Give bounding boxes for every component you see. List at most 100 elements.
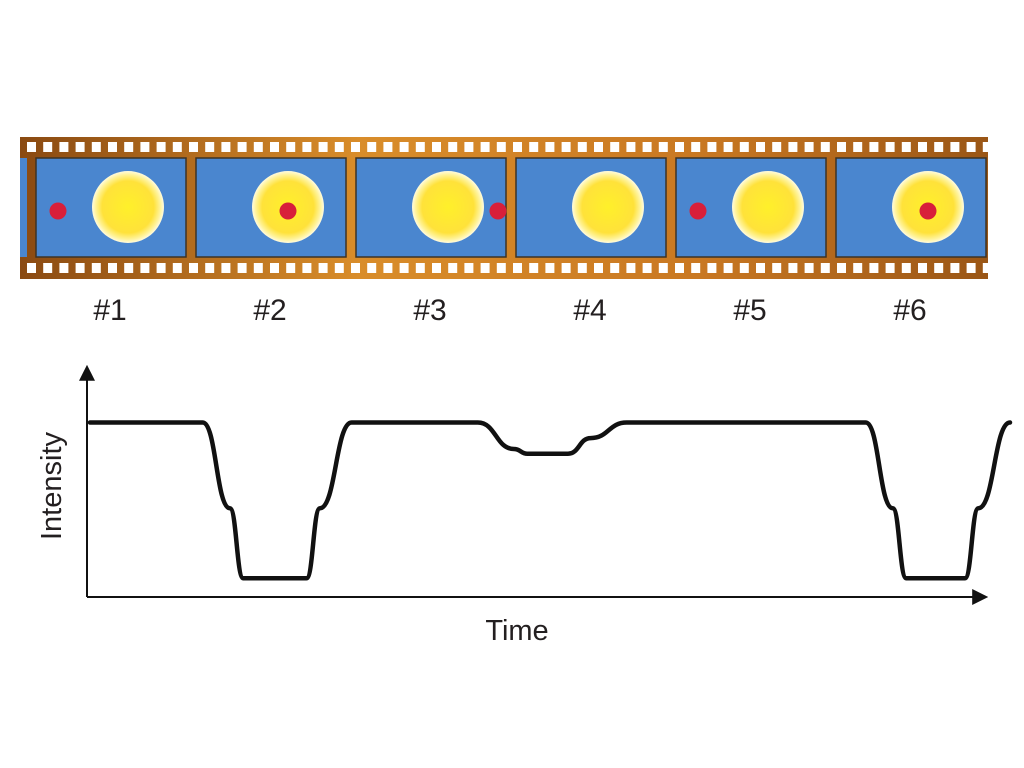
sprocket-hole: [561, 263, 571, 273]
sprocket-hole: [448, 142, 458, 152]
film-frame: [355, 157, 507, 258]
star: [572, 171, 644, 243]
sprocket-hole: [675, 263, 684, 273]
sprocket-hole: [869, 142, 879, 152]
frame-label: #4: [573, 294, 606, 327]
sprocket-hole: [658, 263, 668, 273]
sprocket-hole: [901, 142, 911, 152]
sprocket-hole: [43, 142, 53, 152]
frame-labels: #1#2#3#4#5#6: [93, 294, 926, 327]
sprocket-hole: [756, 142, 765, 152]
star: [732, 171, 804, 243]
sprocket-hole: [545, 142, 555, 152]
sprocket-hole: [108, 142, 117, 152]
sprocket-hole: [480, 263, 490, 273]
sprocket-hole: [318, 263, 328, 273]
star: [412, 171, 484, 243]
sprocket-hole: [43, 263, 53, 273]
sprocket-hole: [27, 263, 36, 273]
film-strip: [20, 137, 992, 279]
film-frame: [35, 157, 187, 258]
sprocket-hole: [577, 142, 587, 152]
sprocket-hole: [172, 263, 182, 273]
sprocket-hole: [270, 142, 279, 152]
sprocket-hole: [982, 142, 992, 152]
frame-label: #2: [253, 294, 286, 327]
sprocket-hole: [383, 263, 393, 273]
sprocket-hole: [804, 263, 814, 273]
sprocket-hole: [75, 142, 85, 152]
sprocket-hole: [399, 263, 409, 273]
sprocket-hole: [91, 263, 101, 273]
sprocket-hole: [626, 142, 636, 152]
sprocket-hole: [270, 263, 279, 273]
sprocket-hole: [950, 142, 960, 152]
planet: [919, 202, 937, 220]
sprocket-hole: [415, 142, 425, 152]
sprocket-hole: [950, 263, 960, 273]
sprocket-hole: [351, 142, 360, 152]
sprocket-hole: [221, 142, 231, 152]
sprocket-hole: [286, 263, 296, 273]
sprocket-hole: [189, 263, 198, 273]
sprocket-hole: [480, 142, 490, 152]
sprocket-hole: [642, 142, 652, 152]
sprocket-hole: [221, 263, 231, 273]
sprocket-hole: [415, 263, 425, 273]
partial-frame-left: [20, 158, 27, 257]
sprocket-hole: [691, 263, 701, 273]
sprocket-holes-top: [27, 142, 992, 152]
film-frame: [835, 157, 987, 258]
sprocket-hole: [788, 142, 798, 152]
frame-label: #5: [733, 294, 766, 327]
sprocket-hole: [723, 263, 733, 273]
sprocket-hole: [561, 142, 571, 152]
sprocket-hole: [253, 142, 263, 152]
intensity-curve: [87, 420, 1013, 581]
sprocket-hole: [334, 263, 344, 273]
frame-label: #1: [93, 294, 126, 327]
sprocket-hole: [707, 142, 717, 152]
sprocket-hole: [853, 263, 863, 273]
sprocket-hole: [610, 142, 620, 152]
sprocket-hole: [772, 263, 782, 273]
sprocket-hole: [820, 142, 830, 152]
sprocket-hole: [59, 263, 69, 273]
film-frame: [675, 157, 827, 258]
sprocket-hole: [496, 142, 506, 152]
sprocket-hole: [934, 142, 944, 152]
sprocket-hole: [513, 142, 522, 152]
sprocket-hole: [351, 263, 360, 273]
x-axis-label: Time: [485, 615, 548, 647]
planet: [489, 202, 507, 220]
sprocket-hole: [75, 263, 85, 273]
sprocket-hole: [124, 142, 134, 152]
sprocket-hole: [885, 263, 895, 273]
film-frames: [35, 157, 987, 258]
sprocket-hole: [302, 263, 312, 273]
sprocket-hole: [432, 142, 441, 152]
sprocket-hole: [934, 263, 944, 273]
sprocket-hole: [383, 142, 393, 152]
sprocket-hole: [594, 142, 603, 152]
sprocket-hole: [59, 142, 69, 152]
sprocket-hole: [966, 263, 976, 273]
sprocket-hole: [189, 142, 198, 152]
film-frame: [515, 157, 667, 258]
sprocket-holes-bottom: [27, 263, 992, 273]
sprocket-hole: [820, 263, 830, 273]
sprocket-hole: [367, 142, 377, 152]
sprocket-hole: [302, 142, 312, 152]
sprocket-hole: [237, 263, 247, 273]
sprocket-hole: [966, 142, 976, 152]
sprocket-hole: [91, 142, 101, 152]
sprocket-hole: [318, 142, 328, 152]
sprocket-hole: [334, 142, 344, 152]
sprocket-hole: [529, 263, 539, 273]
sprocket-hole: [885, 142, 895, 152]
sprocket-hole: [172, 142, 182, 152]
sprocket-hole: [837, 142, 846, 152]
sprocket-hole: [432, 263, 441, 273]
sprocket-hole: [626, 263, 636, 273]
